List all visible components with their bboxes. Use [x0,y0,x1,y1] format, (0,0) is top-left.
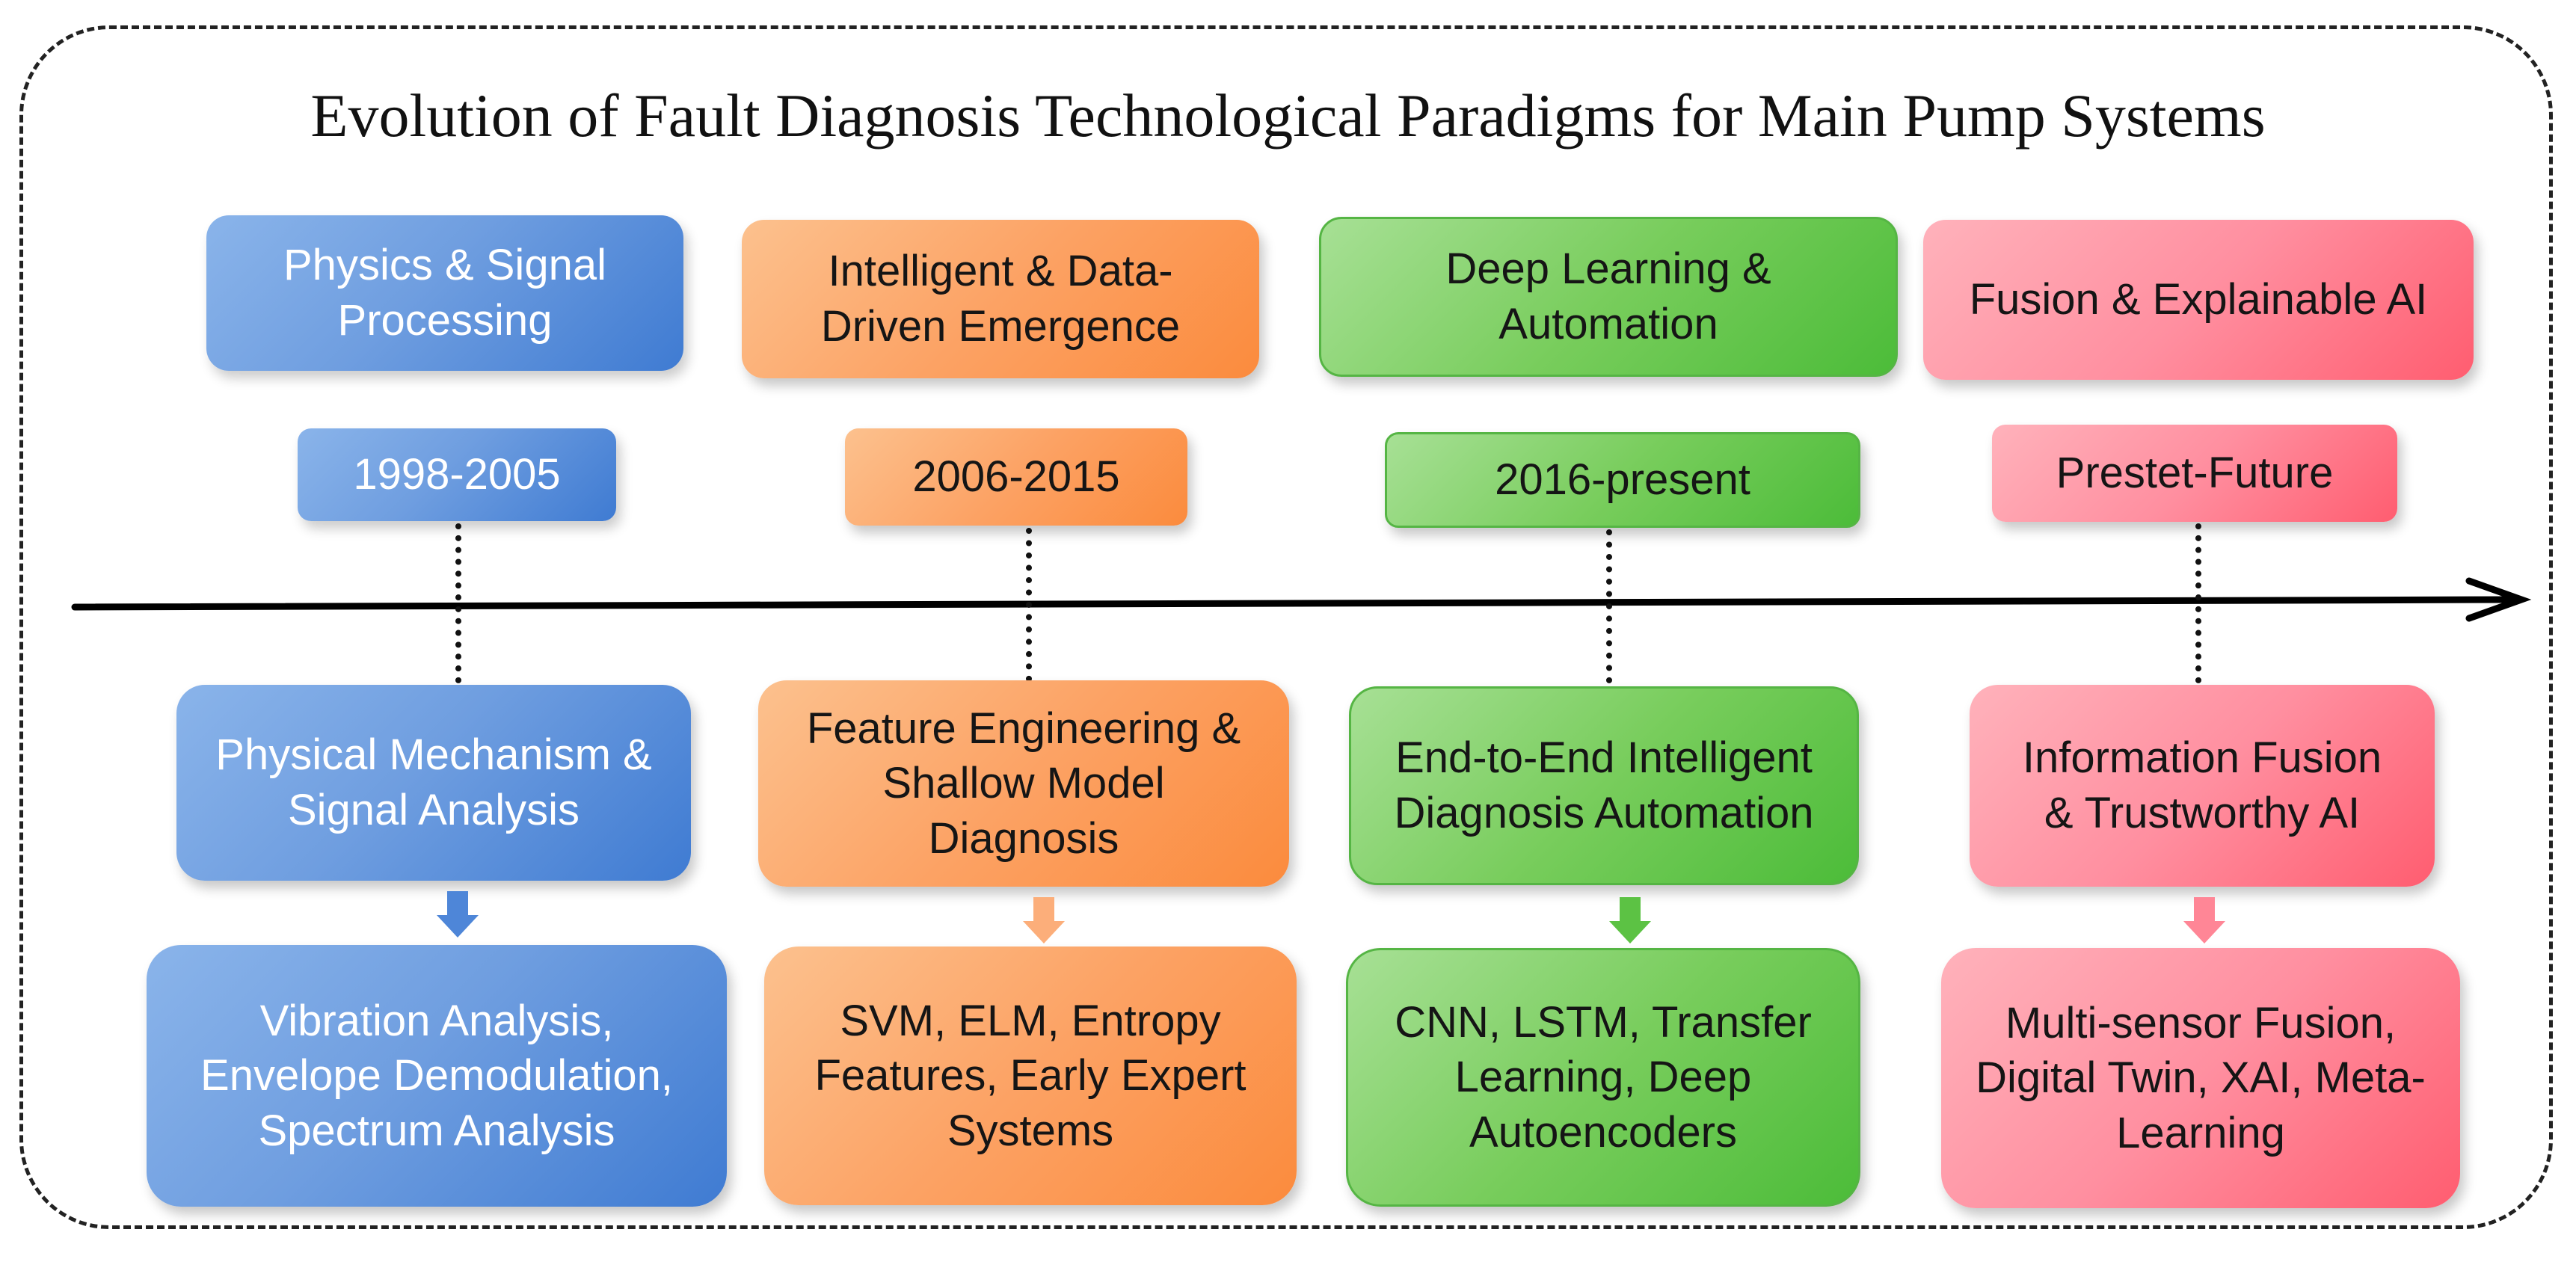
era-3-period: 2016-present [1385,432,1860,528]
era-2-connector [1026,528,1032,682]
era-1-methods: Vibration Analysis, Envelope Demodulatio… [147,945,727,1207]
era-4-down-arrow-icon [2183,897,2225,944]
era-4-connector [2195,523,2201,683]
era-4-methods: Multi-sensor Fusion, Digital Twin, XAI, … [1941,948,2460,1208]
era-1-connector [455,523,461,683]
era-4-period: Prestet-Future [1992,425,2397,522]
era-3-connector [1606,529,1612,683]
axis-arrowhead-icon [2465,577,2532,622]
era-4-paradigm: Information Fusion & Trustworthy AI [1970,685,2435,887]
dashed-frame [19,25,2553,1229]
era-3-down-arrow-icon [1609,897,1651,944]
era-1-down-arrow-icon [437,891,479,938]
era-1-paradigm: Physical Mechanism & Signal Analysis [176,685,691,881]
era-1-phase: Physics & Signal Processing [206,215,683,371]
era-3-phase: Deep Learning & Automation [1319,217,1898,377]
diagram-title: Evolution of Fault Diagnosis Technologic… [310,81,2266,150]
era-2-phase: Intelligent & Data-Driven Emergence [742,220,1259,378]
era-2-down-arrow-icon [1023,897,1065,944]
era-2-methods: SVM, ELM, Entropy Features, Early Expert… [764,946,1297,1205]
era-3-methods: CNN, LSTM, Transfer Learning, Deep Autoe… [1346,948,1860,1207]
era-3-paradigm: End-to-End Intelligent Diagnosis Automat… [1349,686,1859,885]
era-4-phase: Fusion & Explainable AI [1923,220,2474,380]
era-2-period: 2006-2015 [845,428,1187,526]
era-2-paradigm: Feature Engineering & Shallow Model Diag… [758,680,1289,887]
era-1-period: 1998-2005 [298,428,616,521]
